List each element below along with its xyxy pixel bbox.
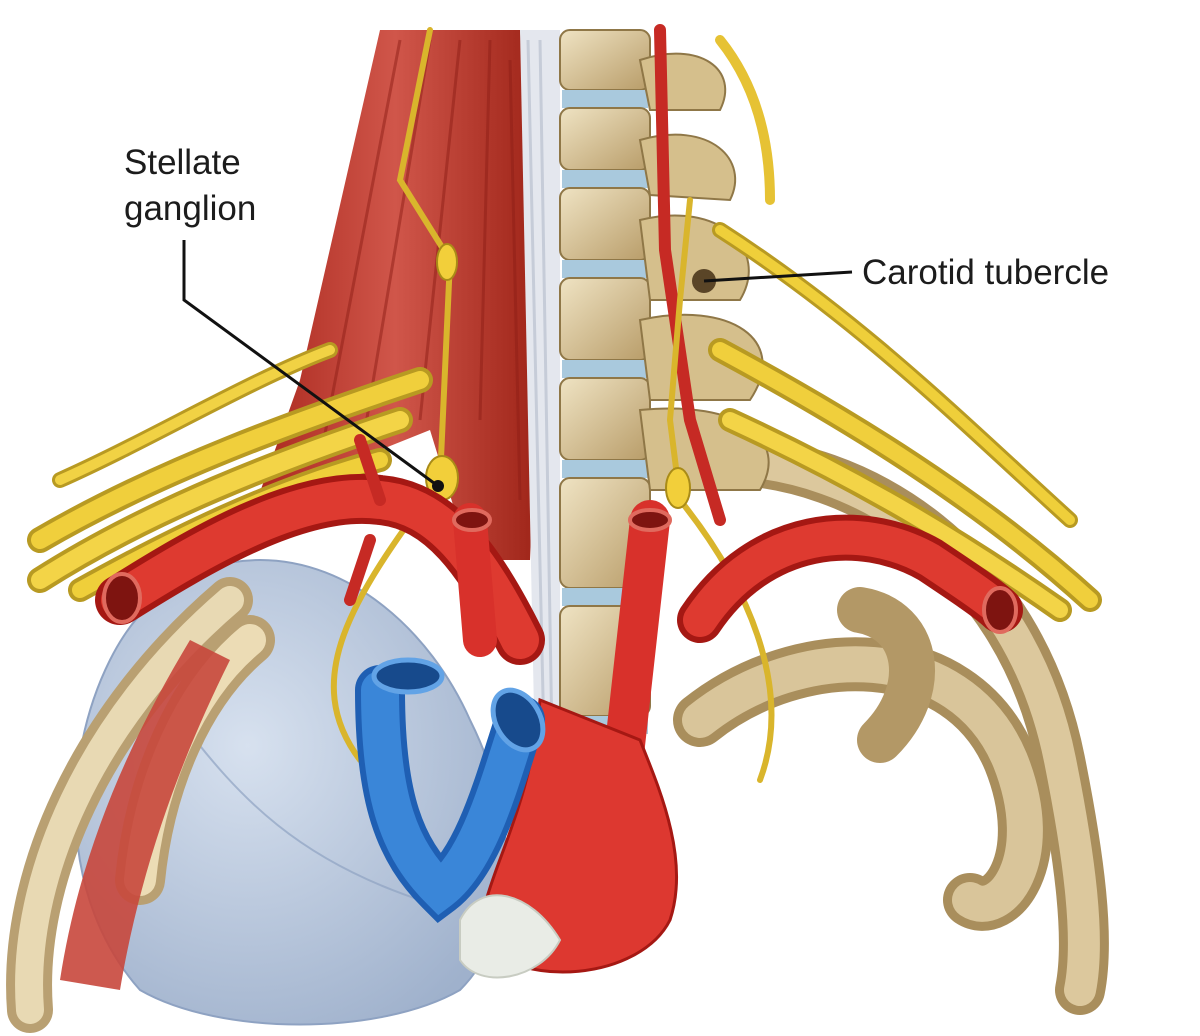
right-carotid-opening — [628, 508, 672, 532]
right-subclavian-opening — [982, 586, 1018, 634]
muscle-striations — [318, 39, 522, 501]
neck-muscle — [250, 30, 540, 560]
stellate-leader-dot — [432, 480, 444, 492]
brachiocephalic-vein-fill — [361, 671, 539, 916]
right-ganglion — [665, 467, 691, 509]
thyroid-branch — [344, 434, 386, 606]
left-common-carotid — [453, 503, 497, 657]
left-muscle-slip — [60, 640, 230, 990]
right-rib-1-highlight — [682, 646, 1043, 922]
ligament-fibres — [526, 39, 554, 741]
carotid-tubercle-label: Carotid tubercle — [862, 253, 1110, 292]
left-subclavian-opening — [102, 572, 142, 624]
middle-cervical-ganglion — [436, 243, 458, 281]
lung-fissure — [179, 719, 421, 901]
vein-opening-right — [490, 687, 546, 753]
vein-opening-left — [371, 657, 445, 695]
stellate-ganglion-label: Stellate ganglion — [124, 140, 256, 232]
pleural-cupula — [459, 894, 562, 979]
right-subclavian-artery-fill — [683, 520, 1017, 637]
stellate-label-line-1: Stellate — [124, 143, 241, 182]
left-rib-1-highlight — [15, 586, 244, 1024]
right-rib-3 — [837, 587, 935, 763]
brachial-plexus-right — [708, 35, 1102, 622]
stellate-label-line-2: ganglion — [124, 189, 257, 228]
aortic-trunk — [478, 697, 679, 974]
stellate-leader-line — [182, 240, 439, 488]
left-carotid-opening — [452, 508, 492, 532]
carotid-leader-line — [703, 270, 853, 283]
